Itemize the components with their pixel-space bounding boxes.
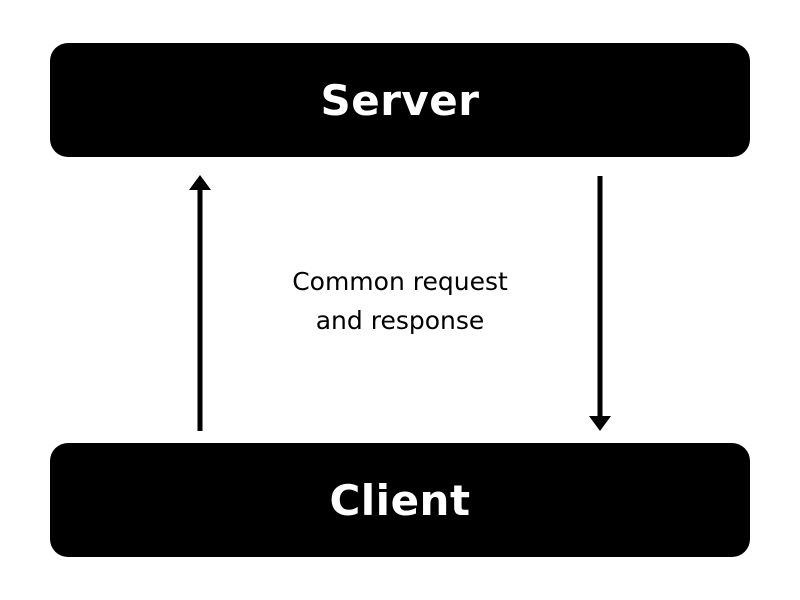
center-caption-line-1: Common request bbox=[292, 267, 508, 296]
center-caption: Common request and response bbox=[250, 262, 550, 340]
client-box: Client bbox=[50, 443, 750, 557]
center-caption-line-2: and response bbox=[315, 306, 485, 335]
response-arrow-down bbox=[589, 176, 611, 431]
request-arrow-head-icon bbox=[189, 175, 211, 190]
response-arrow-head-icon bbox=[589, 416, 611, 431]
server-label: Server bbox=[320, 75, 480, 125]
client-label: Client bbox=[329, 475, 471, 525]
server-box: Server bbox=[50, 43, 750, 157]
request-arrow-up bbox=[189, 175, 211, 431]
